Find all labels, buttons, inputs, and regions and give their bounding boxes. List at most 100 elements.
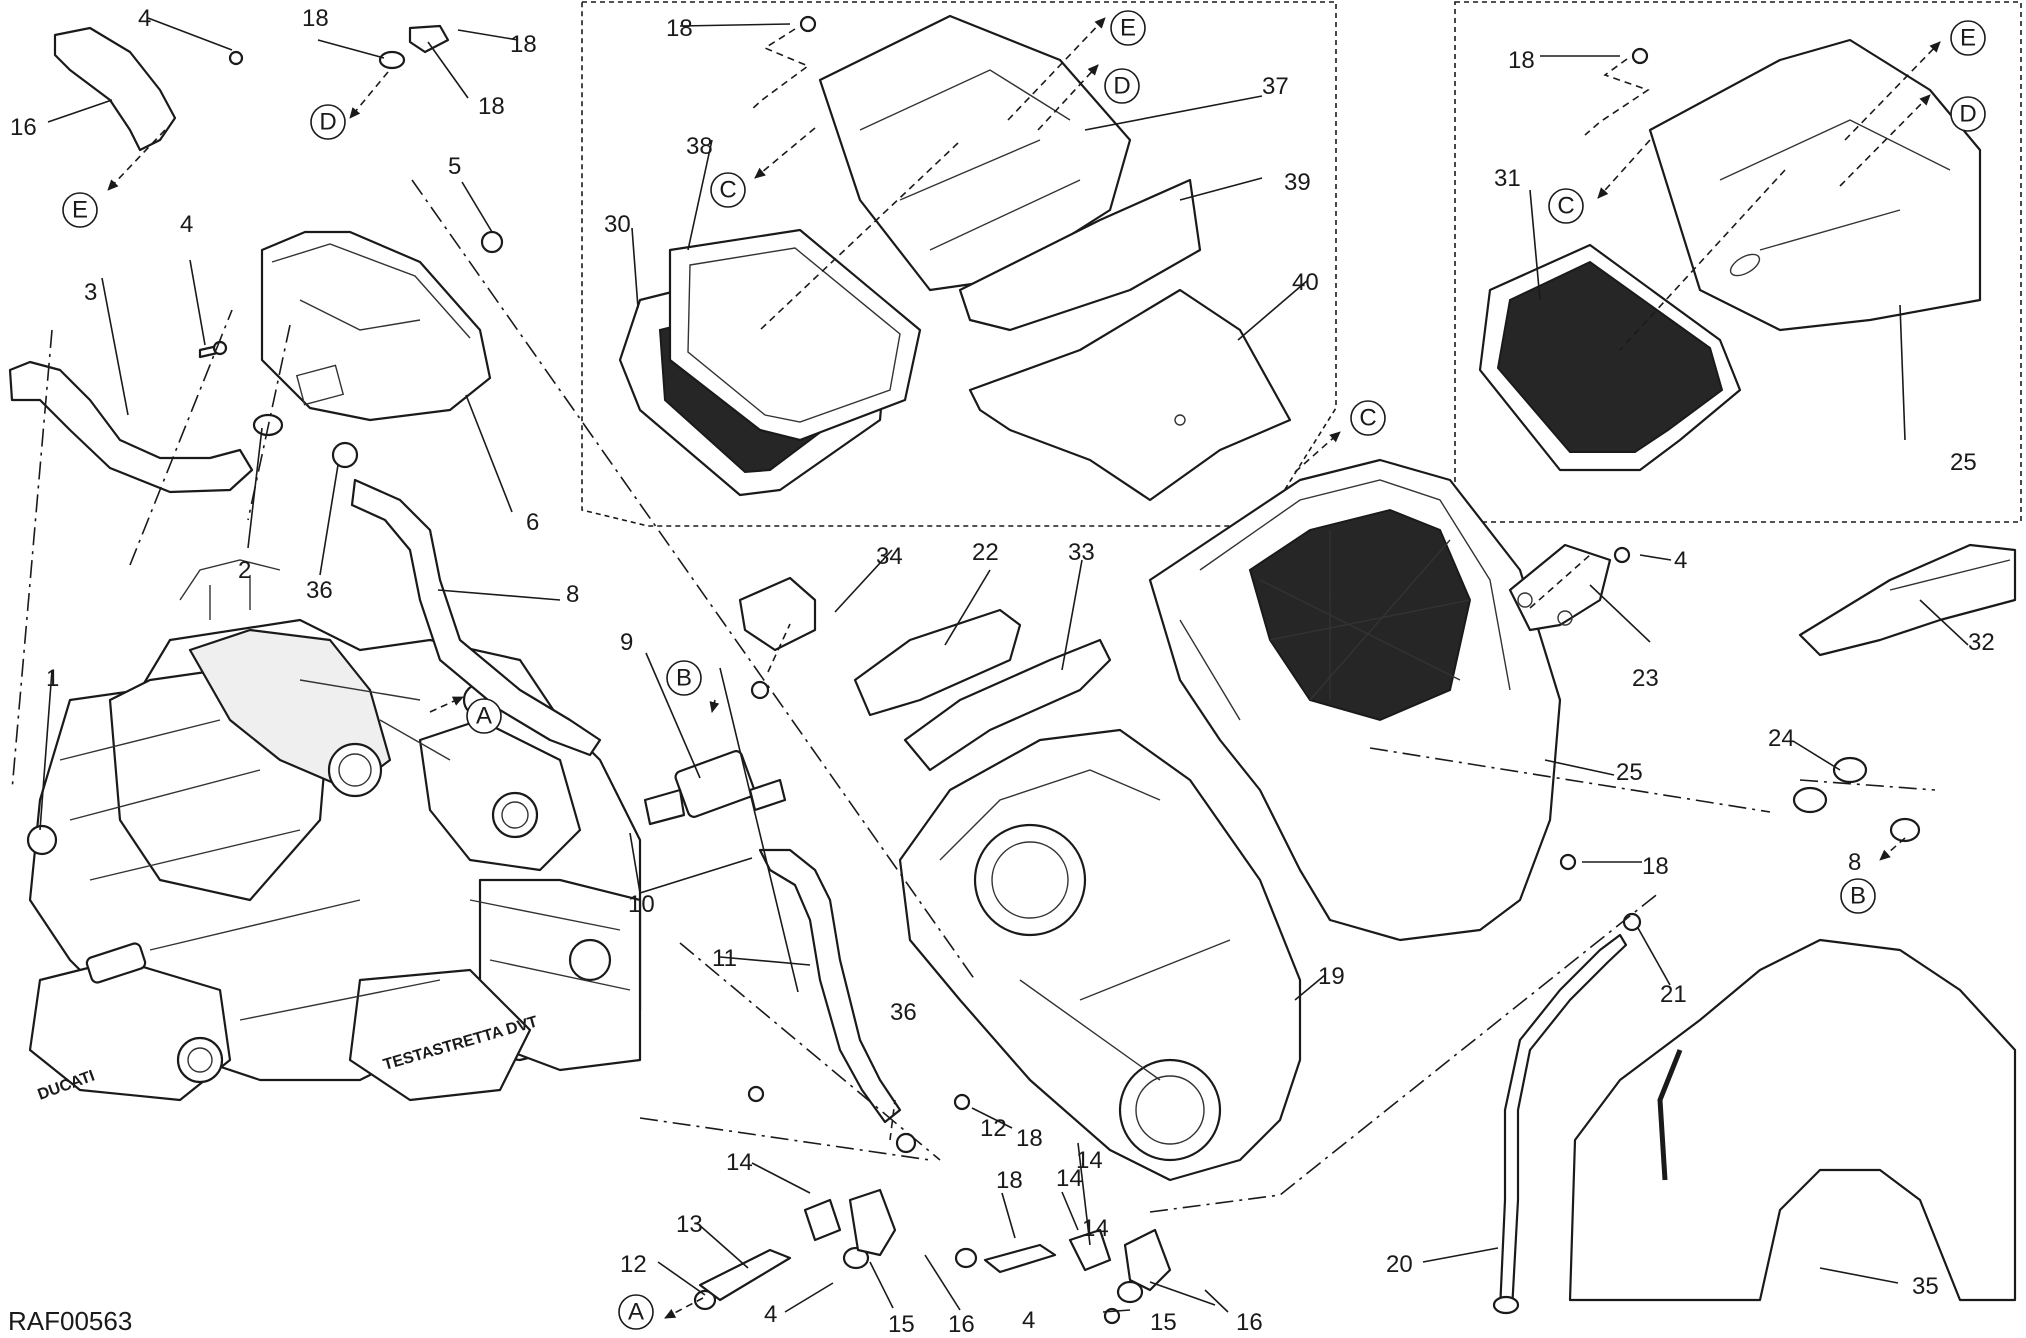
connection-ref-B2: B [1840, 878, 1876, 914]
part-number-label: 11 [712, 945, 737, 972]
part-number-label: 18 [302, 5, 329, 32]
part-number-label: 23 [1632, 665, 1659, 692]
part-number-label: 14 [1082, 1215, 1109, 1242]
part-number-label: 1 [46, 665, 59, 692]
part-number-label: 30 [604, 211, 631, 238]
part-number-label: 31 [1494, 165, 1521, 192]
part-number-label: 20 [1386, 1251, 1413, 1278]
part-number-label: 39 [1284, 169, 1311, 196]
ref-label: C [719, 177, 736, 204]
connection-ref-D1: D [310, 104, 346, 140]
part-number-label: 5 [448, 153, 461, 180]
part-number-label: 4 [1022, 1307, 1035, 1334]
part-number-label: 15 [888, 1311, 915, 1338]
grommets-part-24-7 [1792, 756, 1921, 843]
connection-ref-D2: D [1104, 68, 1140, 104]
duct-part-39 [958, 178, 1202, 332]
part-number-label: 10 [628, 891, 655, 918]
part-number-label: 4 [1674, 547, 1687, 574]
ref-label: D [1959, 101, 1976, 128]
part-number-label: 12 [980, 1115, 1007, 1142]
ref-label: D [1113, 73, 1130, 100]
connection-ref-C2: C [1548, 188, 1584, 224]
part-number-label: 16 [10, 114, 37, 141]
bracket-part-32 [903, 638, 1112, 772]
cover-part-35 [1798, 543, 2017, 657]
ref-label: D [319, 109, 336, 136]
hose-part-11 [758, 848, 902, 1124]
ref-label: E [1960, 25, 1976, 52]
detail-box-alt-cover [1454, 1, 2022, 523]
part-number-label: 18 [1642, 853, 1669, 880]
drawing-code: RAF00563 [8, 1306, 132, 1336]
ref-label: C [1359, 405, 1376, 432]
part-number-label: 25 [1950, 449, 1977, 476]
part-number-label: 25 [1616, 759, 1643, 786]
part-number-label: 36 [890, 999, 917, 1026]
ref-label: B [676, 665, 692, 692]
breather-hose-part-3 [8, 360, 254, 494]
assembly-lines [11, 28, 1936, 1213]
part-number-label: 16 [948, 1311, 975, 1338]
breather-tank-part-6 [260, 230, 492, 422]
part-number-label: 9 [620, 629, 633, 656]
airbox-upper-part-25 [1148, 458, 1562, 942]
part-number-label: 6 [526, 509, 539, 536]
airbox-cover-part-37 [818, 14, 1132, 292]
solenoid-valve-part-9 [643, 750, 787, 826]
part-number-label: 18 [510, 31, 537, 58]
connection-ref-E1: E [62, 192, 98, 228]
part-number-label: 18 [1508, 47, 1535, 74]
bracket-part-22 [853, 608, 1022, 717]
hose-part-8 [350, 478, 602, 757]
part-number-label: 3 [84, 279, 97, 306]
part-number-label: 18 [996, 1167, 1023, 1194]
part-number-label: 16 [1236, 1309, 1263, 1336]
part-number-label: 13 [676, 1211, 703, 1238]
part-number-label: 18 [478, 93, 505, 120]
filter-frame-part-38 [668, 228, 922, 442]
part-number-label: 4 [764, 1301, 777, 1328]
part-number-label: 32 [1968, 629, 1995, 656]
part-number-label: 37 [1262, 73, 1289, 100]
part-number-label: 19 [1318, 963, 1345, 990]
air-filter-part-31-alt [1478, 243, 1742, 472]
seat-cover-part-34 [1568, 938, 2017, 1302]
part-number-label: 8 [1848, 849, 1861, 876]
connection-ref-A2: A [618, 1294, 654, 1330]
direction-arrows [107, 17, 1941, 1319]
part-number-label: 24 [1768, 725, 1795, 752]
part-number-label: 36 [306, 577, 333, 604]
part-number-label: 14 [726, 1149, 753, 1176]
connection-ref-C3: C [1350, 400, 1386, 436]
part-number-label: 12 [620, 1251, 647, 1278]
part-number-label: 14 [1056, 1165, 1083, 1192]
part-number-labels: 4 16 18 18 18 5 4 3 6 2 36 8 1 9 10 11 3… [10, 5, 1995, 1338]
part-number-label: 8 [566, 581, 579, 608]
part-number-label: 21 [1660, 981, 1687, 1008]
ref-label: C [1557, 193, 1574, 220]
part-number-label: 4 [180, 211, 193, 238]
part-number-label: 33 [1068, 539, 1095, 566]
leader-lines [39, 17, 1969, 1313]
part-number-label: 4 [138, 5, 151, 32]
ref-label: E [1120, 15, 1136, 42]
engine-assembly: DUCATI TESTASTRETTA DVT [28, 559, 642, 1104]
connection-ref-E2: E [1110, 10, 1146, 46]
part-number-label: 22 [972, 539, 999, 566]
ref-label: E [72, 197, 88, 224]
ref-label: A [628, 1299, 644, 1326]
cover-part-26 [1648, 38, 1982, 332]
part-number-label: 18 [666, 15, 693, 42]
part-number-label: 34 [876, 543, 903, 570]
drain-hose-part-20 [1492, 933, 1628, 1315]
connection-ref-B1: B [666, 660, 702, 696]
connection-ref-E3: E [1950, 20, 1986, 56]
small-hardware [26, 15, 1649, 1325]
part-number-label: 38 [686, 133, 713, 160]
plate-part-33 [738, 576, 817, 652]
part-number-label: 14 [1076, 1147, 1103, 1174]
connection-ref-C1: C [710, 172, 746, 208]
connection-ref-A1: A [466, 698, 502, 734]
part-number-label: 18 [1016, 1125, 1043, 1152]
